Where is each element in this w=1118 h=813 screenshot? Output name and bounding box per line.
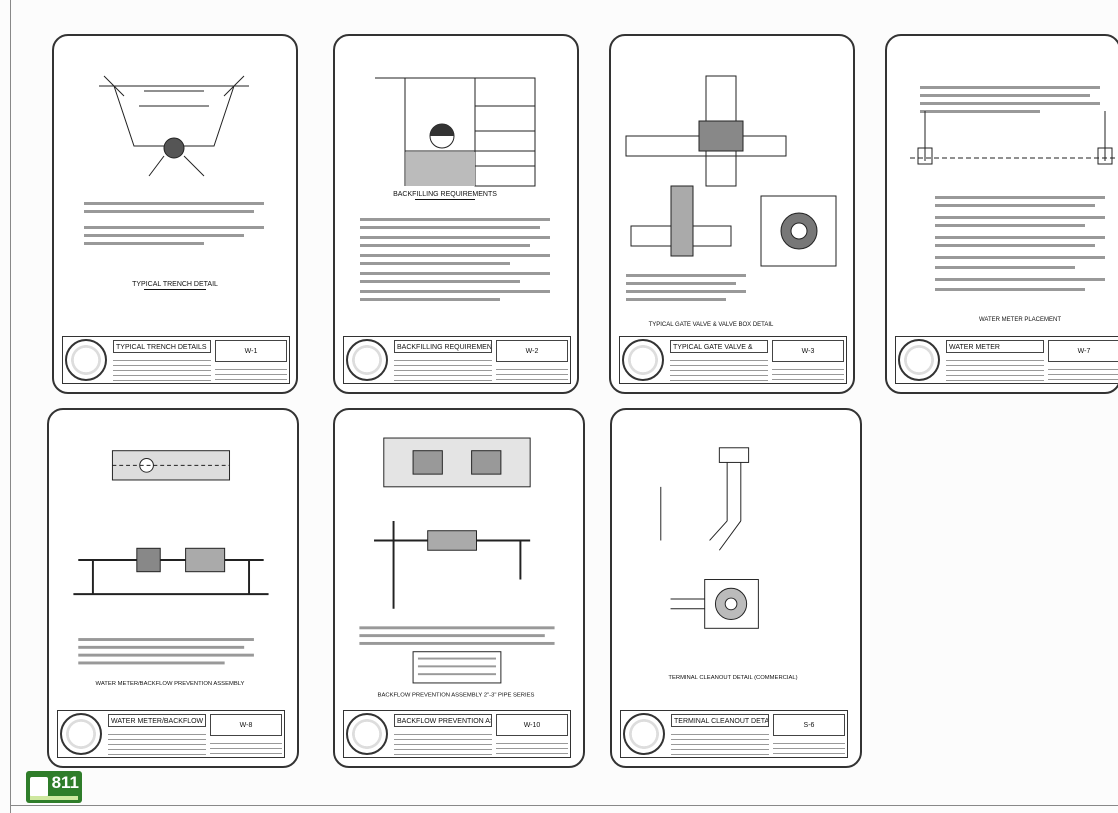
title-block-info — [773, 739, 845, 755]
title-block: TYPICAL TRENCH DETAILS W-1 — [62, 336, 290, 384]
title-block-info — [215, 365, 287, 381]
authority-seal-icon — [898, 339, 940, 381]
authority-seal-icon — [60, 713, 102, 755]
title-block-rows — [671, 730, 769, 755]
sheet-title: BACKFILLING REQUIREMENTS — [394, 340, 492, 353]
detail-sheet-w2: BACKFILLING REQUIREMENTS BACKFILLING REQ… — [333, 34, 579, 394]
backfill-detail-drawing: BACKFILLING REQUIREMENTS — [360, 77, 550, 301]
sheet-caption: TERMINAL CLEANOUT DETAIL (COMMERCIAL) — [668, 675, 797, 681]
title-block: WATER METER W-7 — [895, 336, 1118, 384]
sheet-title: TYPICAL GATE VALVE & — [670, 340, 768, 353]
title-block-rows — [394, 730, 492, 755]
sheet-number: W-10 — [496, 714, 568, 736]
gate-valve-detail-drawing: TYPICAL GATE VALVE & VALVE BOX DETAIL — [625, 75, 837, 328]
sheet-title: WATER METER — [946, 340, 1044, 353]
title-block: TYPICAL GATE VALVE & W-3 — [619, 336, 847, 384]
terminal-cleanout-drawing: TERMINAL CLEANOUT DETAIL (COMMERCIAL) — [660, 447, 798, 681]
title-block-rows — [946, 356, 1044, 381]
authority-seal-icon — [622, 339, 664, 381]
meter-backflow-drawing: WATER METER/BACKFLOW PREVENTION ASSEMBLY — [73, 450, 269, 687]
sheet-number: W-7 — [1048, 340, 1118, 362]
sheet-caption: BACKFLOW PREVENTION ASSEMBLY 2"-3" PIPE … — [378, 693, 535, 699]
title-block-rows — [394, 356, 492, 381]
title-block: WATER METER/BACKFLOW PREVENTER W-8 — [57, 710, 285, 758]
shovel-icon — [30, 777, 48, 797]
sheet-caption: BACKFILLING REQUIREMENTS — [393, 191, 497, 198]
detail-sheet-w8: WATER METER/BACKFLOW PREVENTION ASSEMBLY… — [47, 408, 299, 768]
sheet-number: W-2 — [496, 340, 568, 362]
sheet-number: W-8 — [210, 714, 282, 736]
logo-bar — [30, 796, 78, 800]
sheet-title: WATER METER/BACKFLOW PREVENTER — [108, 714, 206, 727]
sheet-title: TYPICAL TRENCH DETAILS — [113, 340, 211, 353]
title-block-info — [496, 739, 568, 755]
trench-detail-drawing: TYPICAL TRENCH DETAIL — [84, 75, 264, 290]
sheet-border-bottom — [10, 805, 1118, 806]
title-block: TERMINAL CLEANOUT DETAIL S-6 — [620, 710, 848, 758]
title-block-info — [496, 365, 568, 381]
title-block: BACKFLOW PREVENTION ASSEMBLY W-10 — [343, 710, 571, 758]
authority-seal-icon — [65, 339, 107, 381]
sheet-caption: TYPICAL TRENCH DETAIL — [132, 281, 218, 288]
backflow-assembly-drawing: BACKFLOW PREVENTION ASSEMBLY 2"-3" PIPE … — [359, 437, 555, 699]
title-block-rows — [108, 730, 206, 755]
detail-sheet-w7: WATER METER PLACEMENT WATER METER W-7 — [885, 34, 1118, 394]
title-block-info — [772, 365, 844, 381]
title-block-info — [210, 739, 282, 755]
water-meter-placement-drawing: WATER METER PLACEMENT — [910, 86, 1118, 323]
sheet-number: S-6 — [773, 714, 845, 736]
sheet-number: W-1 — [215, 340, 287, 362]
authority-seal-icon — [346, 339, 388, 381]
sheet-caption: WATER METER PLACEMENT — [979, 317, 1061, 323]
title-block-info — [1048, 365, 1118, 381]
detail-sheet-s6: TERMINAL CLEANOUT DETAIL (COMMERCIAL) TE… — [610, 408, 862, 768]
title-block-rows — [113, 356, 211, 381]
title-block-rows — [670, 356, 768, 381]
sheet-border-left — [10, 0, 11, 813]
detail-sheet-w10: BACKFLOW PREVENTION ASSEMBLY 2"-3" PIPE … — [333, 408, 585, 768]
title-block: BACKFILLING REQUIREMENTS W-2 — [343, 336, 571, 384]
sheet-number: W-3 — [772, 340, 844, 362]
sheet-caption: TYPICAL GATE VALVE & VALVE BOX DETAIL — [649, 322, 774, 328]
call-811-logo: 811 — [26, 771, 82, 803]
sheet-title: BACKFLOW PREVENTION ASSEMBLY — [394, 714, 492, 727]
detail-sheet-w3: TYPICAL GATE VALVE & VALVE BOX DETAIL TY… — [609, 34, 855, 394]
authority-seal-icon — [346, 713, 388, 755]
logo-text: 811 — [51, 773, 79, 792]
sheet-title: TERMINAL CLEANOUT DETAIL — [671, 714, 769, 727]
sheet-caption: WATER METER/BACKFLOW PREVENTION ASSEMBLY — [96, 681, 245, 687]
authority-seal-icon — [623, 713, 665, 755]
detail-sheet-w1: TYPICAL TRENCH DETAIL TYPICAL TRENCH DET… — [52, 34, 298, 394]
